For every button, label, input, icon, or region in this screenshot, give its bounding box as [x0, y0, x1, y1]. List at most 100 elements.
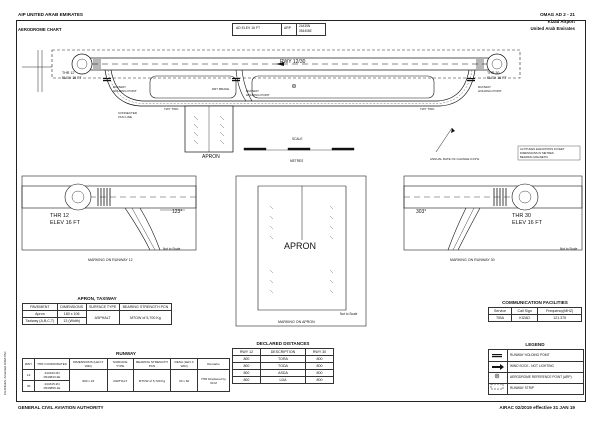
inset-right-bearing: 303° — [416, 209, 427, 215]
apron-header-dimensions: DIMENSIONS — [56, 303, 87, 311]
connected-1: CONNECTED — [118, 111, 138, 115]
footer-airac: AIRAC 02/2019 effective 31 JAN 19 — [499, 405, 575, 410]
apron-table-title: APRON, TAXIWAY — [77, 296, 117, 301]
apron-header-pavement: PAVEMENT — [22, 303, 58, 311]
table-cell: MTOW of 5,700 Kg — [132, 369, 172, 392]
footer-authority: GENERAL CIVIL AVIATION AUTHORITY — [18, 405, 104, 410]
table-cell: 121.375 — [537, 314, 582, 322]
table-cell: 800 — [232, 376, 261, 384]
declared-header-rwy30: RWY 30 — [305, 348, 334, 356]
elevation-box: AD ELEV 16 FT ARP 24435N 054406E — [232, 23, 326, 36]
arp-coord-lon: 054406E — [299, 29, 312, 33]
table-cell: TIBA — [487, 314, 513, 322]
table-cell: LDA — [259, 376, 307, 384]
inset-right-caption: MARKING ON RUNWAY 30 — [450, 258, 495, 262]
legend-box: RUNWAY HOLDING POINT WIND SOCK - NOT LIG… — [488, 349, 584, 395]
elev30-label: ELEV 16 FT — [487, 76, 507, 80]
table-cell: 244315.2N 0543859.1E — [34, 380, 70, 392]
table-cell: Apron — [22, 310, 58, 318]
table-cell: 800 — [232, 355, 261, 363]
inset-mid-caption: MARKING ON APRON — [278, 320, 315, 324]
comm-header-service: Service — [487, 307, 513, 315]
declared-header-rwy12: RWY 12 — [232, 348, 261, 356]
apron-header-surface: SURFACE TYPE — [85, 303, 120, 311]
runway-table-title: RUNWAY — [116, 351, 136, 356]
runway-header-rwy: RWY — [21, 358, 36, 370]
airport-name: Kizad Airport — [547, 19, 575, 24]
runway-header-surface: SURFACE TYPE — [106, 358, 134, 370]
runway-header-thr: THR COORDINATES — [34, 358, 70, 370]
table-cell: Taxiway (A,B,C,T) — [22, 317, 58, 325]
apron-label: APRON — [202, 154, 220, 160]
runway-header-resa: RESA (LEN X WID) — [170, 358, 198, 370]
holding-left-2: HOLDING POINT — [113, 89, 137, 93]
declared-table-title: DECLARED DISTANCES — [256, 341, 310, 346]
inset-mid-not-to-scale: Not to Scale — [340, 312, 358, 316]
holding-right-2: HOLDING POINT — [478, 89, 502, 93]
comm-header-frequency: Frequency(MHZ) — [537, 307, 582, 315]
scale-label: SCALE — [292, 137, 303, 141]
note-3: BEARING MAGNETIC — [520, 155, 549, 159]
twy-label-left: TWY TWO — [164, 107, 179, 111]
inset-left-thr: THR 12 — [50, 213, 69, 219]
country-name: United Arab Emirates — [530, 26, 576, 31]
table-cell: 30 x 60 — [170, 369, 198, 392]
table-cell: TORA — [259, 355, 307, 363]
table-cell: KIZAD — [511, 314, 539, 322]
legend-runway-strip: RUNWAY STRIP — [510, 385, 535, 390]
inset-right-thr: THR 30 — [512, 213, 531, 219]
chart-title: AERODROME CHART — [18, 27, 62, 32]
variation-note: ANNUAL RATE OF CHANGE 0.03°E — [430, 157, 480, 161]
table-cell: 800 — [232, 362, 261, 370]
runway-table: RWY THR COORDINATES DIMENSIONS (LEN X WI… — [21, 358, 231, 392]
ad-elev-label: AD ELEV 16 FT — [236, 26, 261, 30]
comm-table-title: COMMUNICATION FACILITIES — [502, 300, 568, 305]
elev12-label: ELEV 16 FT — [62, 76, 82, 80]
table-cell: 800 x 23 — [68, 369, 108, 392]
table-cell: 800 — [305, 369, 334, 377]
table-cell: 800 — [305, 362, 334, 370]
table-cell: 12 — [21, 369, 36, 381]
table-cell: ASDA — [259, 369, 307, 377]
runway-header-dim: DIMENSIONS (LEN X WID) — [68, 358, 108, 370]
note-2: DIMENSIONS IN METRES — [520, 151, 554, 155]
table-cell: THR Displaced by 30 M — [196, 369, 231, 392]
runway-header-remarks: Remarks — [196, 358, 231, 370]
changes-note: CHANGES: Amended GSM PAC — [3, 351, 7, 395]
inset-right-elev: ELEV 16 FT — [512, 220, 542, 226]
aip-title: AIP UNITED ARAB EMIRATES — [18, 12, 83, 17]
apron-header-strength: BEARING STRENGTH PCN — [118, 303, 173, 311]
inset-mid-apron: APRON — [284, 241, 317, 251]
twy-label-right: TWY TWO — [420, 107, 435, 111]
table-cell: 800 — [305, 376, 334, 384]
legend-holding-point: RUNWAY HOLDING POINT — [510, 352, 550, 357]
table-cell: 800 — [305, 355, 334, 363]
comm-header-callsign: Call Sign — [511, 307, 539, 315]
runway-label: RWY 12/30 — [280, 59, 306, 65]
page-code: OMAG AD 2 - 21 — [539, 12, 575, 17]
holding-mid-1: RUNWAY — [246, 89, 259, 93]
table-cell: 180 x 106 — [56, 310, 87, 318]
runway-header-strength: BEARING STRENGTH PCN — [132, 358, 172, 370]
table-cell: 30 — [21, 380, 36, 392]
table-cell: 800 — [232, 369, 261, 377]
table-cell: MTOW of 5,700 Kg — [118, 310, 173, 325]
legend-title: LEGEND — [525, 342, 545, 347]
holding-right-1: RUNWAY — [478, 85, 491, 89]
connected-2: TAXI LINE — [118, 115, 132, 119]
legend-wind-sock: WIND SOCK - NOT LIGHTING — [510, 363, 554, 368]
inset-left-bearing: 123° — [172, 209, 183, 215]
table-cell: ASPHALT — [106, 369, 134, 392]
legend-arp: AERODROME REFERENCE POINT (ARP) — [510, 374, 572, 379]
note-1: ALTITUDES ELEVATIONS IN FEET — [520, 147, 565, 151]
dry-brake-label: DRY BRAKE — [212, 87, 230, 91]
holding-mid-2: HOLDING POINT — [246, 93, 270, 97]
table-cell: 244343.0N 0543843.4E — [34, 369, 70, 381]
inset-right-not-to-scale: Not to Scale — [560, 247, 578, 251]
table-cell: ASPHALT — [85, 310, 120, 325]
holding-left-1: RUNWAY — [113, 85, 126, 89]
apron-table: PAVEMENT DIMENSIONS SURFACE TYPE BEARING… — [22, 303, 173, 325]
